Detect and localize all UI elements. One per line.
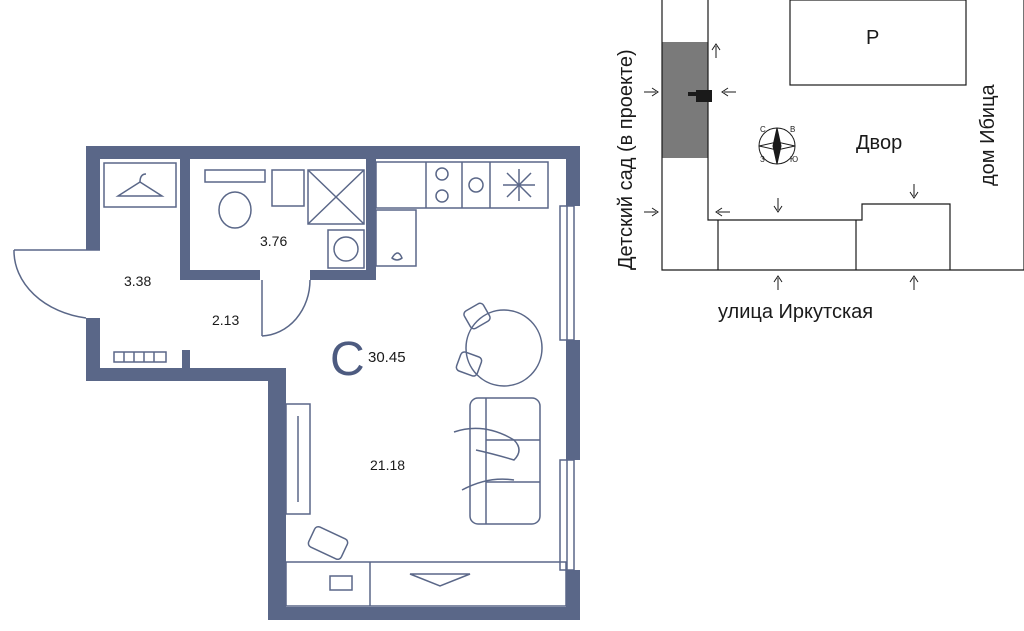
- room-area-bathroom: 3.76: [260, 233, 288, 249]
- bathroom-door: [261, 279, 311, 337]
- wardrobe: [103, 162, 177, 208]
- site-map: [644, 0, 1024, 290]
- bathroom-fixtures: [204, 169, 365, 269]
- total-area: 30.45: [368, 349, 406, 366]
- compass-south: Ю: [790, 155, 799, 164]
- walls: [86, 146, 580, 620]
- compass-east: В: [790, 125, 796, 134]
- building-outline: [661, 0, 1024, 271]
- tv-stand: [285, 403, 311, 515]
- desk: [285, 525, 567, 607]
- entry-arrows: [644, 43, 919, 290]
- room-area-hall: 3.38: [124, 273, 152, 289]
- apartment-type-letter: С: [330, 333, 365, 386]
- yard-outline: [707, 0, 951, 270]
- kitchen-counter: [375, 161, 549, 267]
- compass-west: З: [760, 155, 765, 164]
- entrance-door: [13, 249, 100, 319]
- house-label: дом Ибица: [977, 84, 999, 186]
- yard-label: Двор: [856, 132, 903, 154]
- street-label: улица Иркутская: [718, 301, 874, 323]
- room-area-living: 21.18: [370, 457, 406, 473]
- compass-north: С: [760, 125, 766, 134]
- parking-block: [789, 0, 967, 86]
- kindergarten-label: Детский сад (в проекте): [615, 49, 637, 270]
- parking-label: Р: [866, 27, 880, 49]
- dining-table: [455, 302, 543, 387]
- compass-icon: [758, 127, 796, 165]
- room-area-corridor: 2.13: [212, 312, 240, 328]
- radiator: [113, 351, 167, 363]
- sofa: [453, 397, 541, 525]
- windows: [559, 205, 575, 571]
